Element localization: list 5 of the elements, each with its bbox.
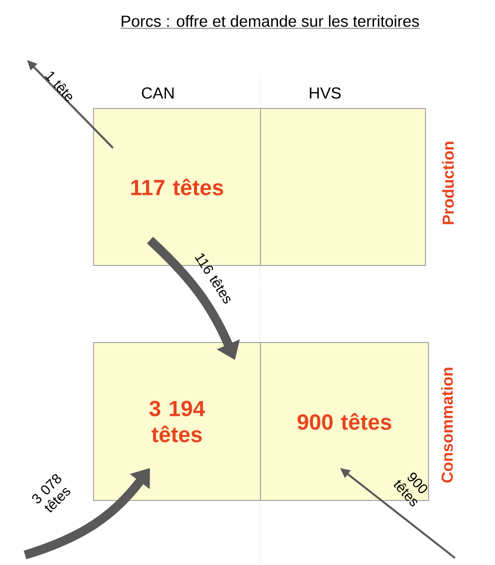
region-box: 3 194 têtes xyxy=(93,342,261,501)
edge-label: 1 tête xyxy=(45,72,72,102)
row-label: Production xyxy=(442,142,454,224)
title: Porcs : offre et demande sur les territoires xyxy=(120,15,420,28)
region-box xyxy=(260,108,426,266)
